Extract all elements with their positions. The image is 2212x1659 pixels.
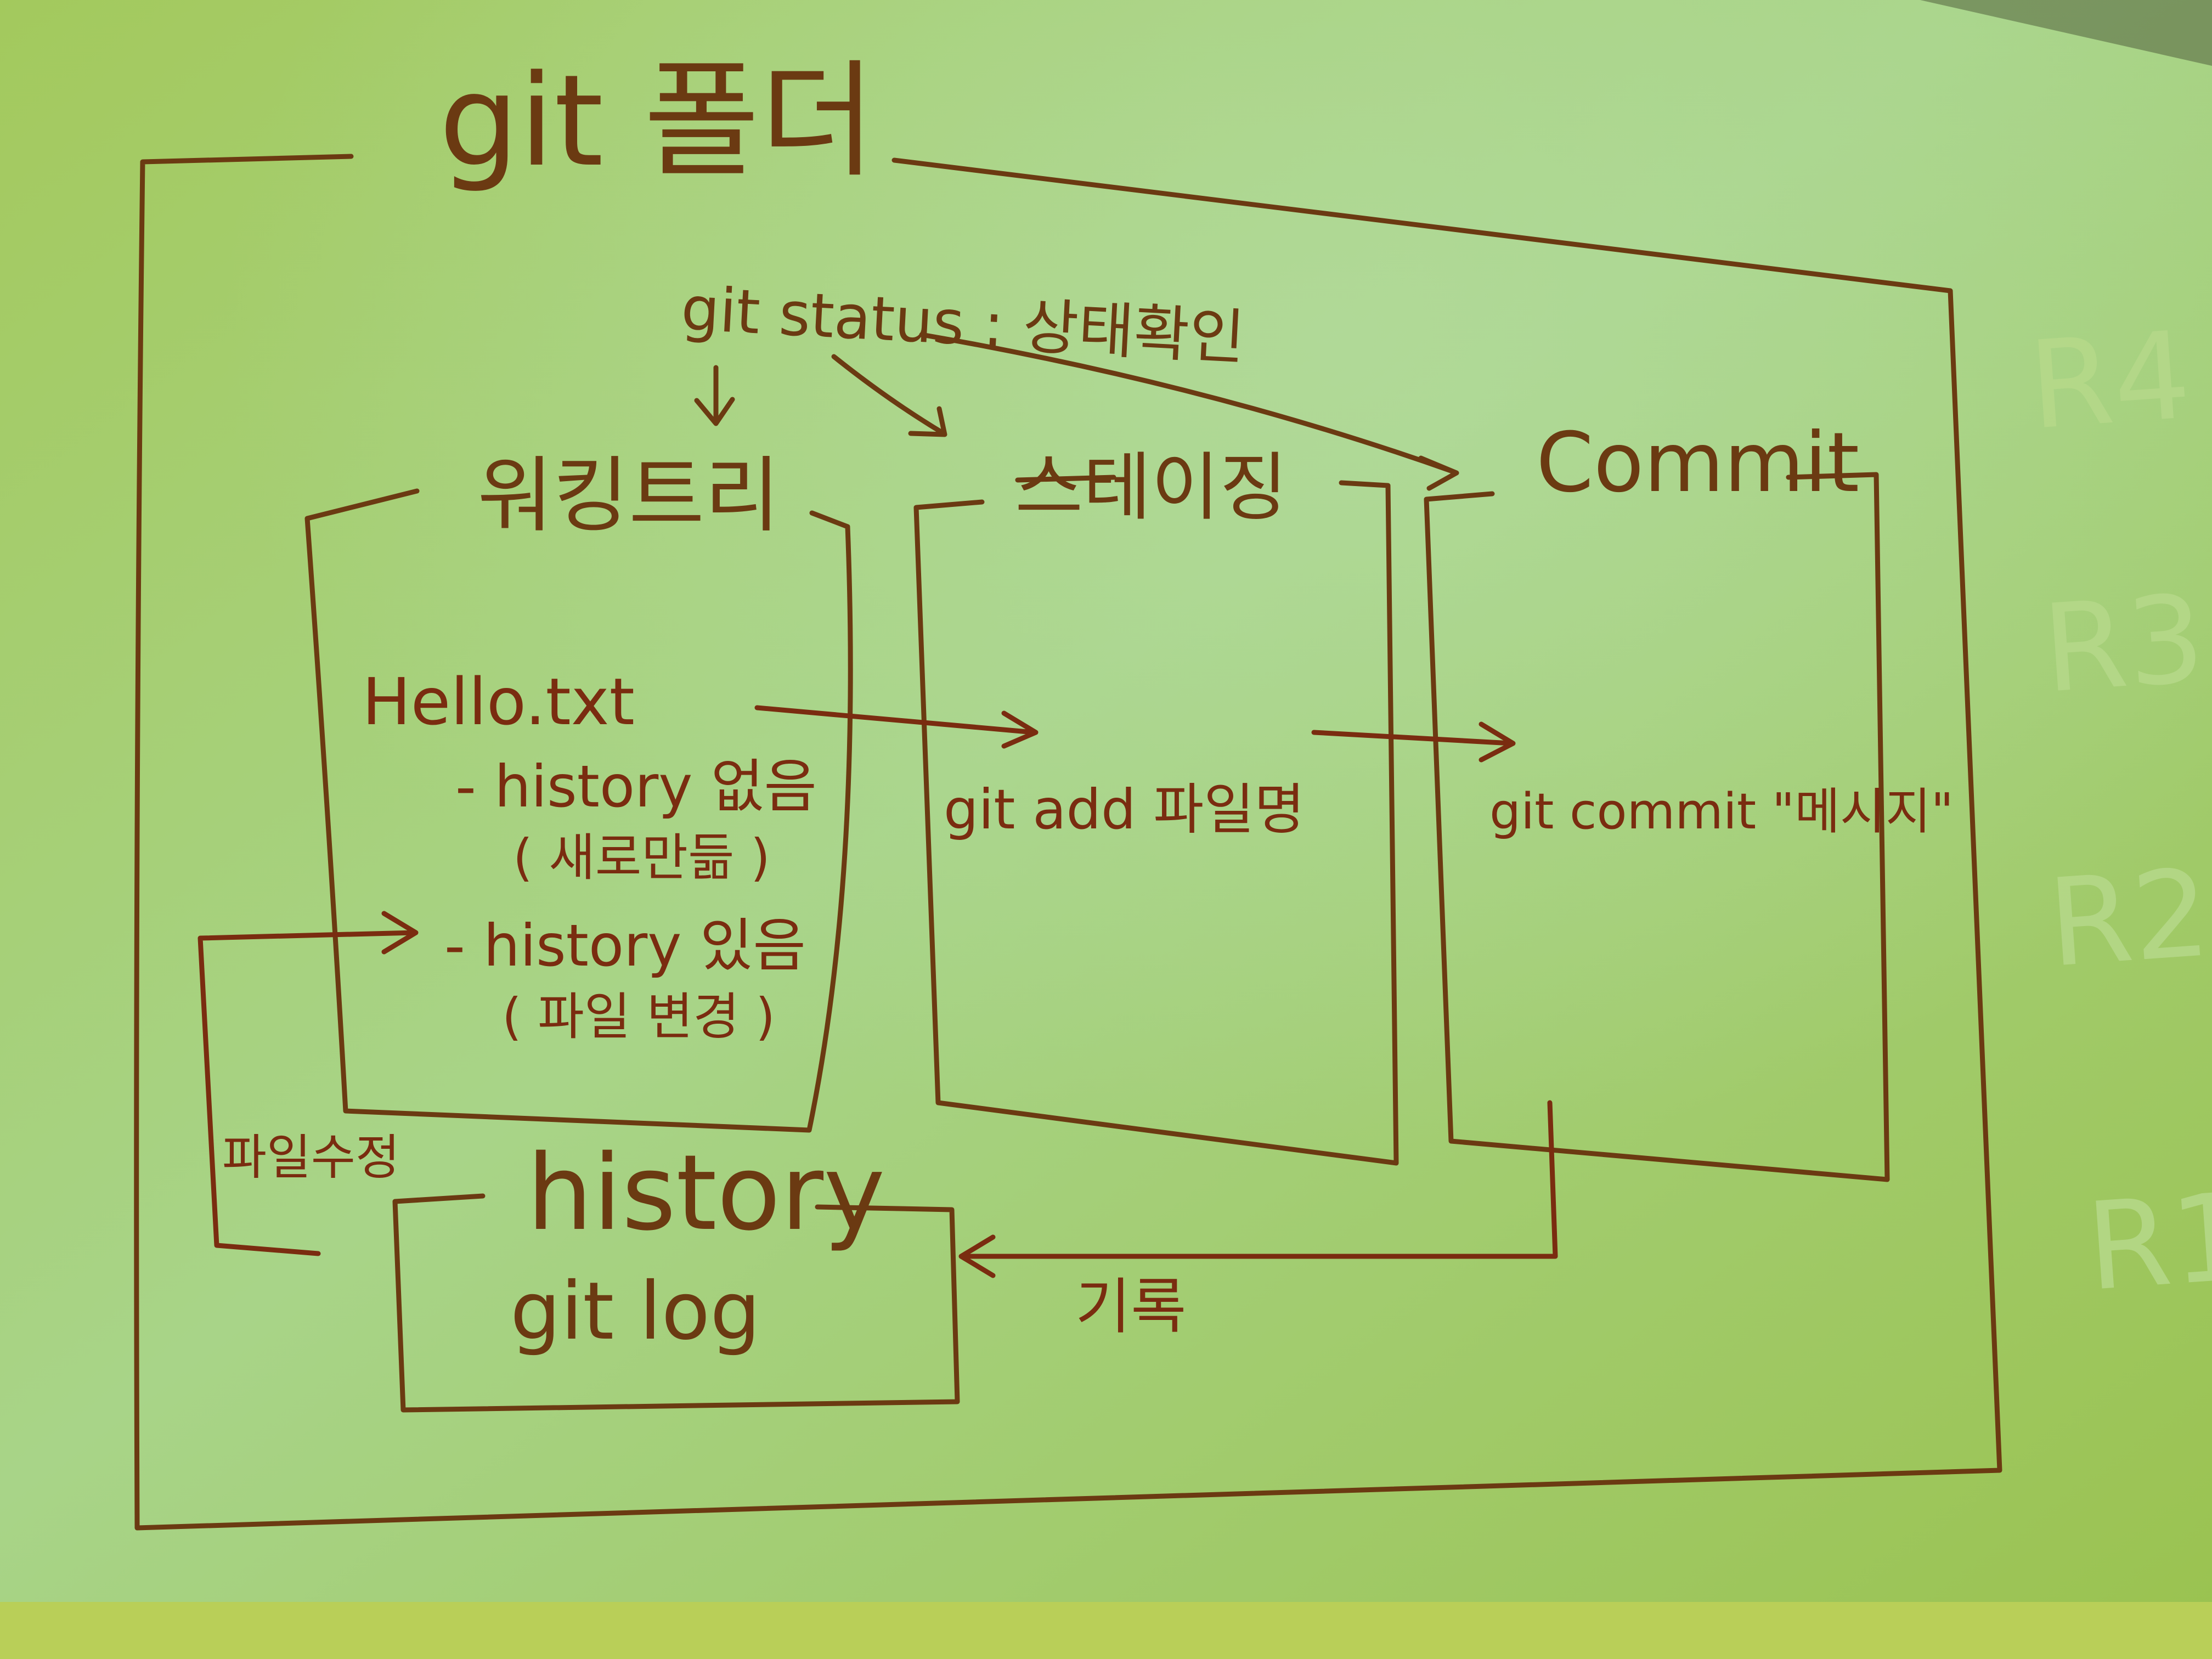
history-none-note: ( 새로만듦 ) <box>513 828 770 887</box>
history-exists-note: ( 파일 변경 ) <box>502 988 775 1046</box>
working-tree-box <box>304 488 853 1133</box>
hello-file: Hello.txt <box>362 664 635 740</box>
history-none-item: - history 없음 <box>455 753 817 820</box>
history-exists-item: - history 있음 <box>444 912 806 979</box>
staging-title-strike <box>1015 475 1116 483</box>
staging-box <box>913 480 1399 1166</box>
staging-title: 스테이징 <box>1015 444 1288 531</box>
screen-bottom-edge <box>0 1602 2212 1659</box>
commit-arrow <box>1311 721 1516 763</box>
git-commit-cmd: git commit "메시지" <box>1489 783 1954 840</box>
history-title: history <box>527 1132 885 1254</box>
status-arrow-staging <box>831 354 947 437</box>
screen-corner <box>1920 0 2212 66</box>
history-box <box>392 1193 960 1413</box>
file-modify-label: 파일수정 <box>222 1129 400 1186</box>
side-mark-r4: R4 <box>2025 305 2195 456</box>
side-mark-r3: R3 <box>2039 568 2209 720</box>
git-folder-title: git 폴더 <box>439 48 876 195</box>
git-add-cmd: git add 파일명 <box>944 777 1305 842</box>
status-arrow-commit <box>919 332 1459 491</box>
side-mark-r1: R1 <box>2083 1166 2212 1318</box>
record-arrow <box>958 1100 1558 1278</box>
working-tree-title: 워킹트리 <box>477 448 780 544</box>
record-label: 기록 <box>1075 1272 1186 1342</box>
add-arrow <box>754 705 1039 749</box>
commit-title: Commit <box>1536 415 1859 511</box>
git-log-cmd: git log <box>510 1265 760 1358</box>
git-folder-frame <box>134 154 2002 1531</box>
commit-box <box>1424 472 1890 1182</box>
side-mark-r2: R2 <box>2044 843 2212 994</box>
status-arrow-working <box>694 365 735 426</box>
modify-arrow <box>198 911 419 1256</box>
